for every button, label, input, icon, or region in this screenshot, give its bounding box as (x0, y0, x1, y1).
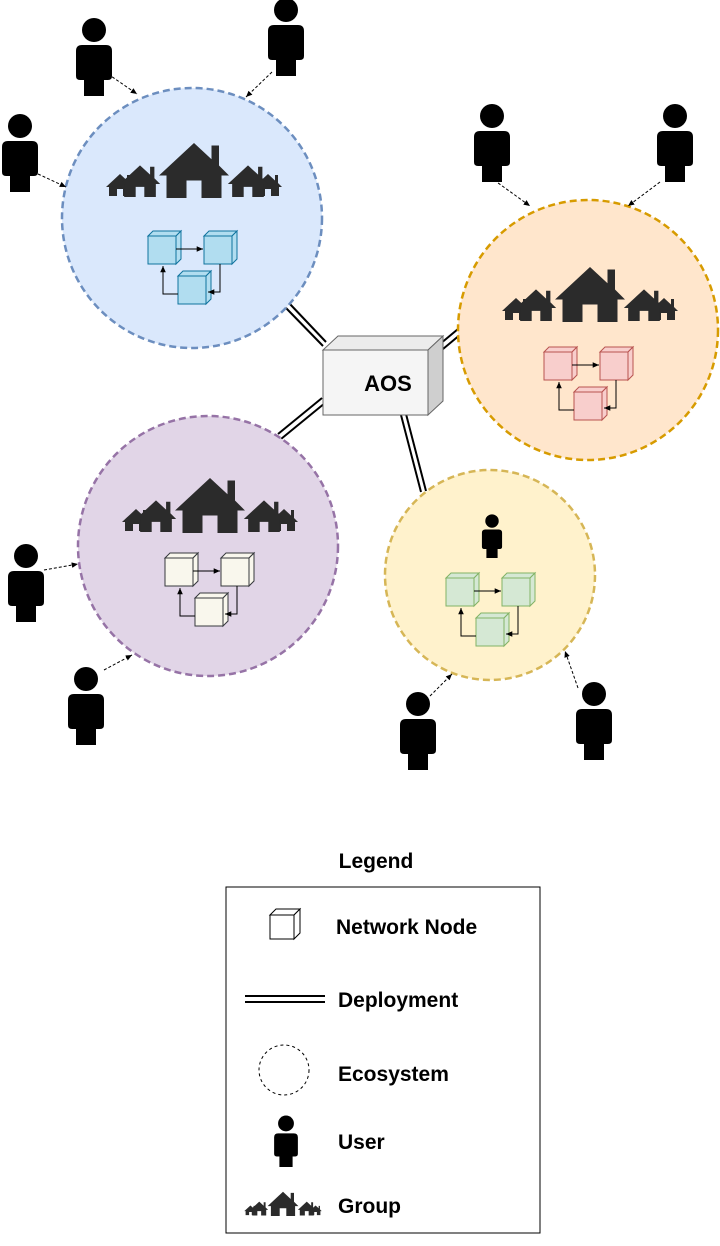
user-link-arrow (564, 650, 579, 689)
network-node (146, 229, 183, 266)
network-node-icon (268, 907, 302, 941)
user-icon (8, 544, 44, 622)
ecosystem-circle (76, 414, 340, 678)
deployment-link-yellow (400, 413, 427, 493)
network-node (219, 551, 256, 588)
user-link-arrow (429, 673, 453, 697)
user-link-arrow (43, 562, 79, 571)
aos-label: AOS (364, 371, 412, 396)
ecosystem-orange (456, 198, 720, 462)
ecosystem-blue (60, 86, 324, 350)
user-icon (400, 692, 436, 770)
network-node-cluster-blue (146, 229, 239, 306)
legend-label-network-node: Network Node (336, 916, 477, 939)
user-icon (576, 682, 612, 760)
user-link-arrow (627, 181, 661, 207)
ecosystem-circle (60, 86, 324, 350)
legend-title: Legend (339, 850, 414, 873)
user-icon (268, 0, 304, 76)
user-link-arrow (107, 73, 138, 95)
node-arrows (160, 246, 221, 295)
network-node-cluster-yellow (444, 571, 537, 648)
node-arrows (556, 362, 617, 411)
network-node (202, 229, 239, 266)
aos-node: AOS (321, 334, 445, 417)
ecosystem-yellow (383, 468, 597, 682)
deployment-line-icon (245, 995, 325, 1003)
user-link-arrow (493, 179, 531, 207)
user-icon (474, 104, 510, 182)
network-node (500, 571, 537, 608)
ecosystems (60, 86, 720, 682)
user-link-arrow (103, 654, 133, 671)
network-node (572, 385, 609, 422)
network-node (542, 345, 579, 382)
network-node-cluster-purple (163, 551, 256, 628)
legend-label-ecosystem: Ecosystem (338, 1063, 449, 1086)
legend-label-deployment: Deployment (338, 989, 458, 1012)
user-icon (657, 104, 693, 182)
network-node-cluster-orange (542, 345, 635, 422)
network-node (176, 269, 213, 306)
network-node (444, 571, 481, 608)
node-arrows (458, 588, 519, 637)
user-link-arrow (245, 71, 273, 98)
user-arrows (37, 71, 661, 697)
legend-label-user: User (338, 1131, 385, 1154)
user-icon (68, 667, 104, 745)
ecosystem-circle (456, 198, 720, 462)
deployment-link-purple (277, 397, 326, 440)
network-node (598, 345, 635, 382)
user-link-arrow (37, 173, 67, 188)
node-arrows (177, 568, 238, 617)
network-node (474, 611, 511, 648)
legend: Legend Network Node Deployment Ecosystem… (225, 850, 541, 1234)
network-node (163, 551, 200, 588)
ecosystem-circle (383, 468, 597, 682)
deployment-link-blue (285, 302, 327, 347)
legend-label-group: Group (338, 1195, 401, 1218)
ecosystem-purple (76, 414, 340, 678)
network-node (193, 591, 230, 628)
ecosystem-circle-icon (258, 1044, 310, 1096)
user-icon (76, 18, 112, 96)
user-icon (2, 114, 38, 192)
